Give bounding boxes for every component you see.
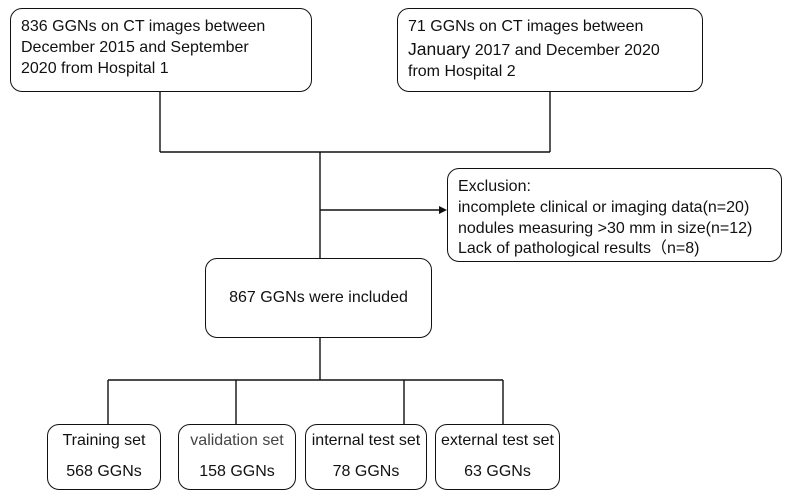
hospital-2-line-2-rest: 2017 and December 2020 bbox=[470, 41, 660, 59]
external-test-set-label: external test set bbox=[441, 432, 554, 449]
internal-test-set-label: internal test set bbox=[311, 432, 421, 449]
validation-set-label: validation set bbox=[190, 432, 284, 449]
exclusion-item-1: incomplete clinical or imaging data(n=20… bbox=[458, 198, 750, 216]
hospital-2-line-2: January 2017 and December 2020 bbox=[408, 38, 692, 62]
hospital-1-line-2: December 2015 and September bbox=[21, 38, 249, 56]
hospital-1-box: 836 GGNs on CT images between December 2… bbox=[10, 8, 312, 92]
hospital-2-box: 71 GGNs on CT images between January 201… bbox=[397, 8, 703, 92]
hospital-2-line-1: 71 GGNs on CT images between bbox=[408, 18, 644, 35]
included-label: 867 GGNs were included bbox=[229, 288, 408, 306]
exclusion-box: Exclusion: incomplete clinical or imagin… bbox=[447, 168, 782, 262]
hospital-2-month: January bbox=[408, 38, 471, 59]
exclusion-item-2: nodules measuring >30 mm in size(n=12) bbox=[458, 219, 753, 237]
hospital-2-line-3: from Hospital 2 bbox=[408, 62, 516, 80]
training-set-box: Training set 568 GGNs bbox=[47, 424, 161, 490]
exclusion-title: Exclusion: bbox=[458, 178, 531, 195]
hospital-1-line-1: 836 GGNs on CT images between bbox=[21, 18, 266, 35]
internal-test-set-count: 78 GGNs bbox=[332, 462, 400, 480]
arrow-head bbox=[439, 206, 447, 214]
training-set-count: 568 GGNs bbox=[66, 462, 142, 480]
validation-set-box: validation set 158 GGNs bbox=[178, 424, 296, 490]
validation-set-count: 158 GGNs bbox=[199, 462, 275, 480]
external-test-set-box: external test set 63 GGNs bbox=[435, 424, 560, 490]
training-set-label: Training set bbox=[62, 432, 146, 449]
internal-test-set-box: internal test set 78 GGNs bbox=[305, 424, 427, 490]
external-test-set-count: 63 GGNs bbox=[464, 462, 531, 480]
included-box: 867 GGNs were included bbox=[205, 258, 432, 338]
hospital-1-line-3: 2020 from Hospital 1 bbox=[21, 59, 169, 77]
exclusion-item-3: Lack of pathological results（n=8) bbox=[458, 240, 700, 258]
